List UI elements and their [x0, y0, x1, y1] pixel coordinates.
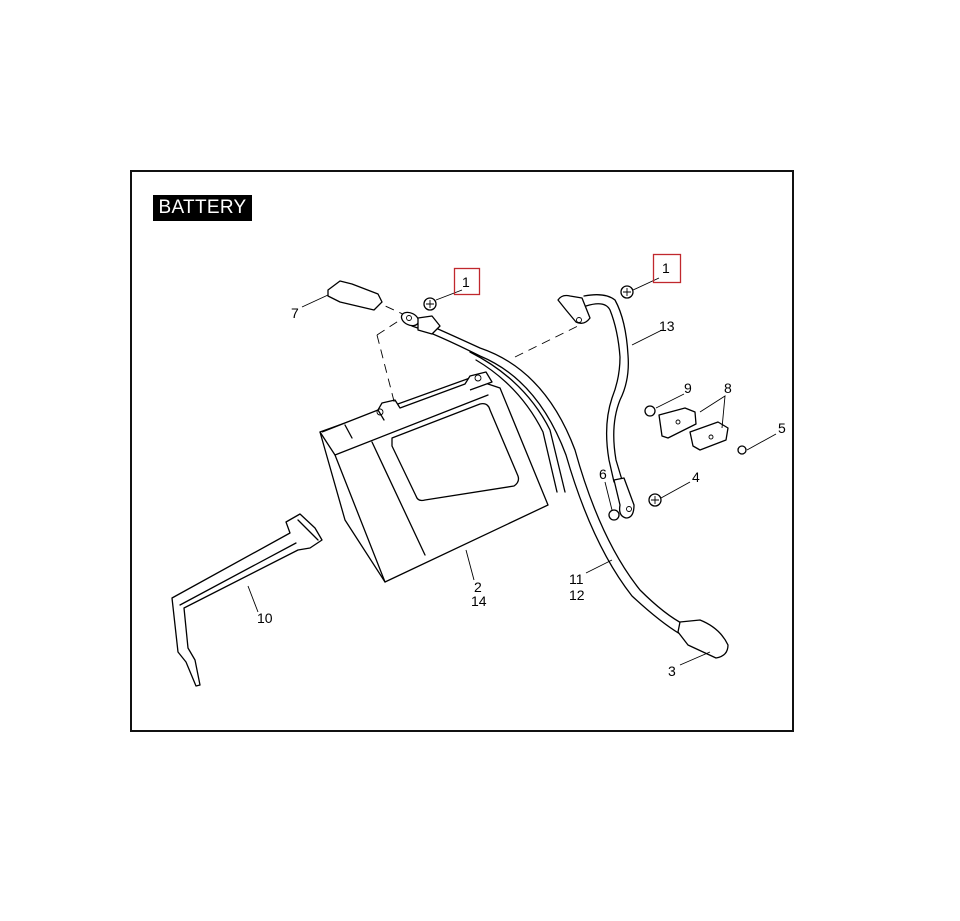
- callout-14[interactable]: 14: [471, 593, 487, 609]
- callout-6[interactable]: 6: [599, 466, 607, 482]
- diagram-title: BATTERY: [153, 195, 252, 221]
- callout-4[interactable]: 4: [692, 469, 700, 485]
- positive-cable-part[interactable]: [557, 294, 635, 519]
- leader-lines: [247, 277, 777, 666]
- callout-11[interactable]: 11: [569, 571, 584, 587]
- callout-8[interactable]: 8: [724, 380, 732, 396]
- nut-part[interactable]: [608, 509, 620, 521]
- callout-5[interactable]: 5: [778, 420, 786, 436]
- callout-7[interactable]: 7: [291, 305, 299, 321]
- battery-part[interactable]: [319, 371, 549, 583]
- nut-part[interactable]: [644, 405, 656, 417]
- bolt-part[interactable]: [620, 285, 634, 299]
- callout-9[interactable]: 9: [684, 380, 692, 396]
- highlight-box: [652, 253, 682, 284]
- callout-1[interactable]: 1: [662, 260, 670, 276]
- terminal-cover-part[interactable]: [327, 280, 383, 311]
- callout-12[interactable]: 12: [569, 587, 585, 603]
- bolt-part[interactable]: [648, 493, 662, 507]
- callout-2[interactable]: 2: [474, 579, 482, 595]
- callout-3[interactable]: 3: [668, 663, 676, 679]
- bolt-part[interactable]: [423, 297, 437, 311]
- callout-10[interactable]: 10: [257, 610, 273, 626]
- battery-strap-part[interactable]: [171, 513, 323, 687]
- negative-cable-part[interactable]: [399, 310, 729, 659]
- clamp-part[interactable]: [658, 407, 729, 451]
- callout-13[interactable]: 13: [659, 318, 675, 334]
- screw-part[interactable]: [737, 445, 747, 455]
- highlight-box: [453, 267, 481, 296]
- callout-1[interactable]: 1: [462, 274, 470, 290]
